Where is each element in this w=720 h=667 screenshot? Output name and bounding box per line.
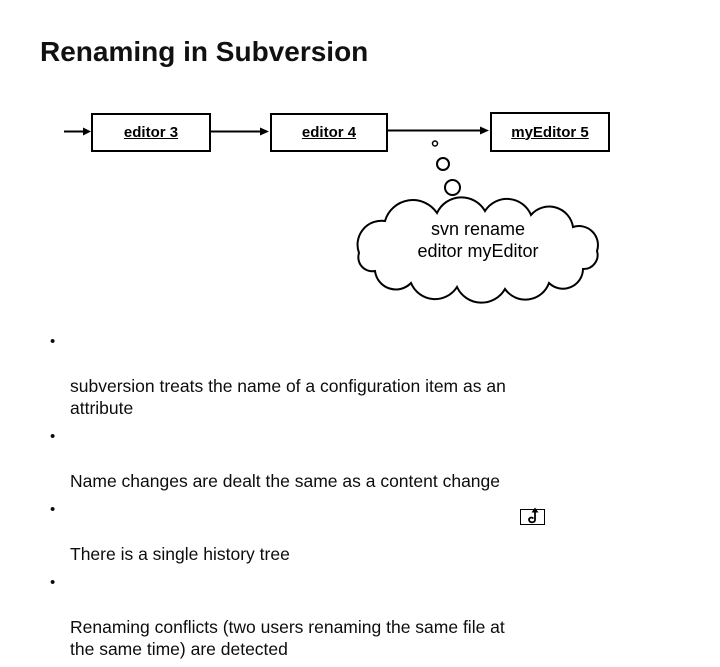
bullet-marker: • — [50, 574, 56, 591]
list-item: • subversion treats the name of a config… — [48, 331, 648, 419]
version-box-editor-3: editor 3 — [91, 113, 211, 152]
slide: Renaming in Subversion editor 3 — [40, 36, 610, 659]
cloud-command-text: svn rename editor myEditor — [417, 219, 539, 261]
arrow-editor4-myeditor5-icon — [388, 126, 489, 135]
version-box-editor-4: editor 4 — [270, 113, 388, 152]
entry-arrow-icon — [64, 127, 91, 136]
bullet-text: subversion treats the name of a configur… — [70, 376, 506, 418]
bullet-list: • subversion treats the name of a config… — [48, 331, 648, 667]
return-action-button[interactable] — [520, 507, 545, 525]
return-arrow-icon — [528, 507, 539, 524]
list-item: • Renaming conflicts (two users renaming… — [48, 572, 648, 660]
bullet-marker: • — [50, 501, 56, 518]
version-box-myeditor-5: myEditor 5 — [490, 112, 610, 152]
bullet-marker: • — [50, 428, 56, 445]
list-item: • Name changes are dealt the same as a c… — [48, 426, 648, 492]
bullet-text: Name changes are dealt the same as a con… — [70, 471, 500, 491]
bullet-marker: • — [50, 333, 56, 350]
bullet-text: Renaming conflicts (two users renaming t… — [70, 617, 505, 659]
list-item: • There is a single history tree — [48, 499, 648, 565]
thought-bubble-trail — [431, 140, 461, 196]
version-box-label: editor 3 — [123, 124, 179, 141]
page-title: Renaming in Subversion — [40, 36, 369, 67]
bullet-text: There is a single history tree — [70, 544, 290, 564]
arrow-editor3-editor4-icon — [211, 127, 269, 136]
version-box-label: myEditor 5 — [511, 123, 589, 141]
version-box-label: editor 4 — [301, 124, 357, 141]
